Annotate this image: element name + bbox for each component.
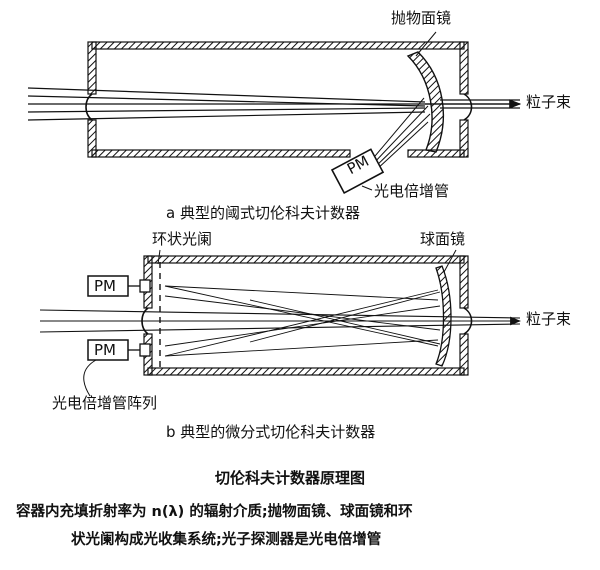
- vessel-b-top-wall: [147, 255, 465, 264]
- vessel-left-end-top: [87, 41, 97, 95]
- parabolic-mirror-label: 抛物面镜: [391, 9, 452, 27]
- vessel-top-wall: [91, 41, 465, 50]
- light-guide-top: [139, 279, 151, 293]
- beam-label-b: 粒子束: [526, 310, 572, 328]
- cherenkov-rays-b: [164, 285, 441, 357]
- threshold-counter-diagram: [27, 31, 522, 195]
- subtitle-b: b 典型的微分式切伦科夫计数器: [166, 423, 376, 441]
- pmt-label-leader: [361, 185, 373, 191]
- photomultiplier: [330, 148, 385, 195]
- pm-label-top: PM: [94, 277, 116, 295]
- beam-lines: [27, 87, 522, 121]
- light-guide-bottom: [139, 343, 151, 357]
- subtitle-a: a 典型的阈式切伦科夫计数器: [166, 204, 360, 222]
- mirror-label-leader: [415, 31, 437, 57]
- parabolic-mirror: [406, 51, 445, 153]
- pmt-array-label: 光电倍增管阵列: [52, 394, 158, 412]
- vessel-right-end-bottom: [459, 119, 469, 158]
- pmt-array-label-leader: [83, 359, 97, 397]
- pm-label-bottom: PM: [94, 341, 116, 359]
- spherical-mirror: [435, 265, 452, 367]
- vessel-b-right-end-top: [459, 255, 469, 309]
- aperture-label-leader: [157, 249, 161, 265]
- mirror-b-label-leader: [443, 249, 457, 273]
- differential-counter-diagram: [39, 249, 522, 397]
- caption-line-1: 容器内充填折射率为 n(λ) 的辐射介质;抛物面镜、球面镜和环: [16, 504, 413, 520]
- vessel-b-bottom-wall: [147, 367, 465, 376]
- caption-line-2: 状光阑构成光收集系统;光子探测器是光电倍增管: [71, 532, 382, 548]
- spherical-mirror-label: 球面镜: [420, 230, 466, 248]
- figure-title: 切伦科夫计数器原理图: [215, 469, 366, 487]
- vessel-left-end-bottom: [87, 119, 97, 158]
- aperture-label: 环状光阑: [152, 230, 213, 248]
- exit-window: [463, 93, 473, 121]
- vessel-right-end-top: [459, 41, 469, 95]
- vessel-bottom-wall-left: [91, 149, 351, 158]
- reflected-rays: [369, 97, 431, 171]
- vessel-b-right-end-bottom: [459, 333, 469, 376]
- pmt-label-a: 光电倍增管: [374, 182, 450, 200]
- beam-label-a: 粒子束: [526, 93, 572, 111]
